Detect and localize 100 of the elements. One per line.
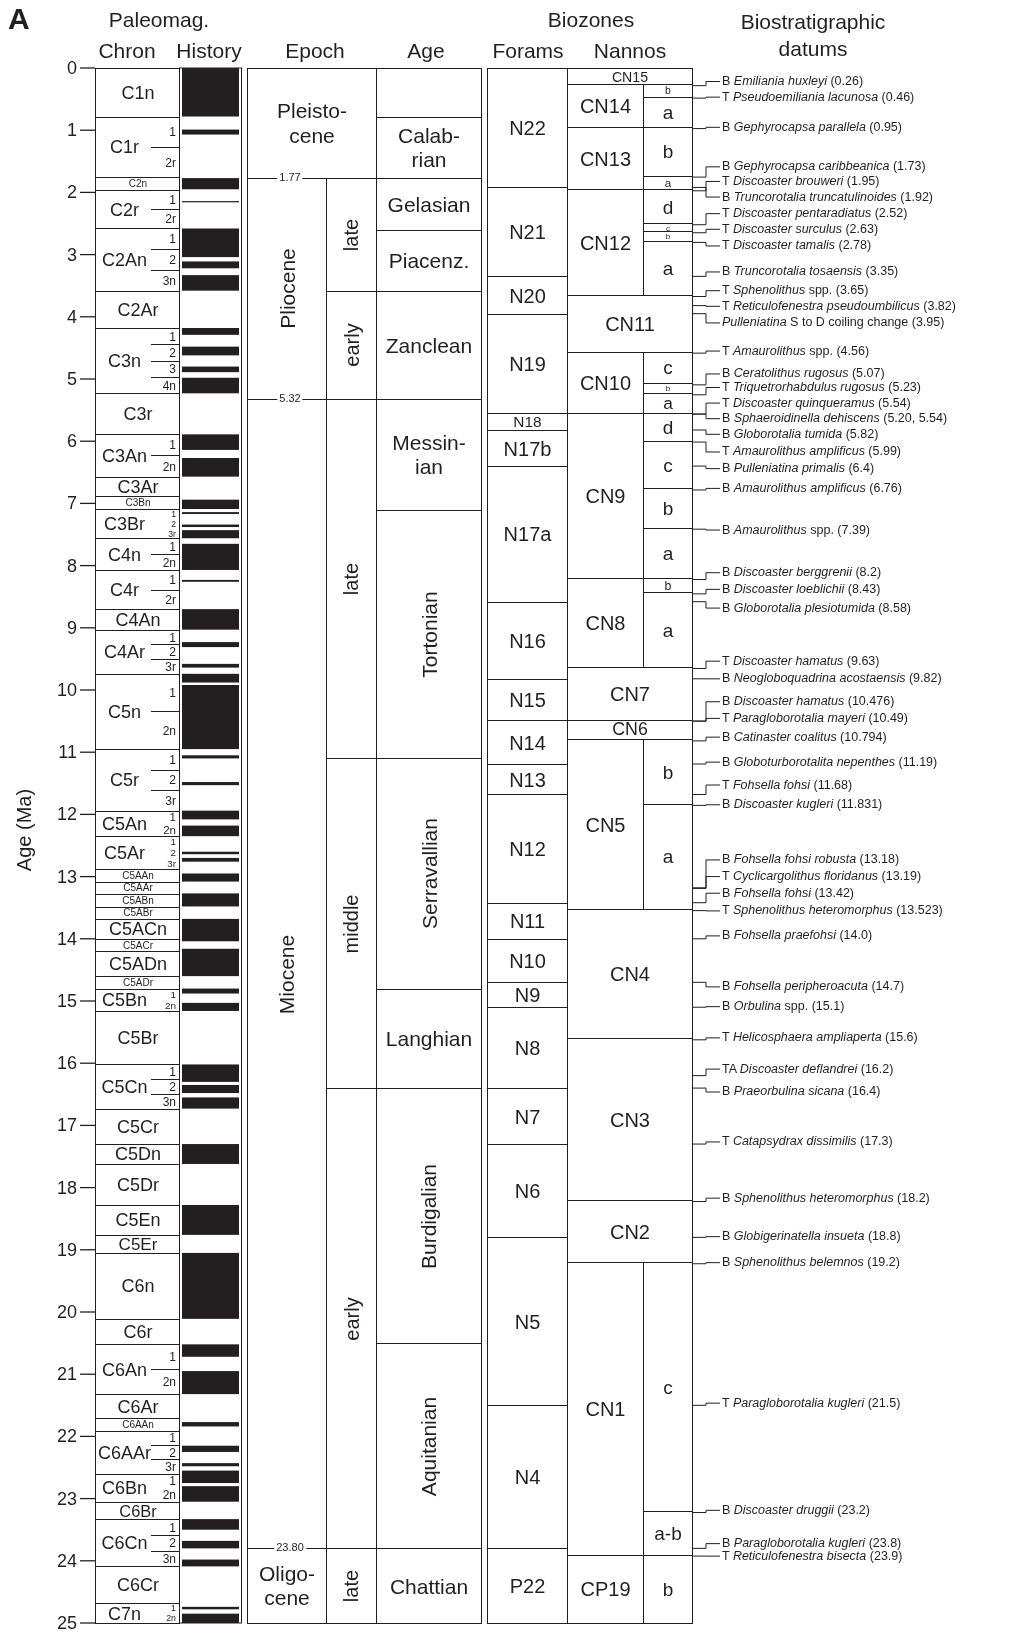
subchron-label: 2	[169, 346, 176, 359]
chron-label: C5Bn	[102, 991, 147, 1010]
zone-label: CN10	[579, 372, 632, 393]
datum-label: T Discoaster quinqueramus (5.54)	[722, 396, 911, 410]
datum-label: T Fohsella fohsi (11.68)	[722, 778, 853, 792]
leader-line	[692, 429, 721, 435]
datum-label: B Discoaster druggii (23.2)	[722, 1503, 870, 1517]
leader-line	[692, 804, 721, 806]
subchron-label: 1	[169, 687, 176, 700]
chron-label: C5An	[102, 814, 147, 833]
subchron-label: 1	[169, 574, 176, 587]
tick-label: 14	[56, 929, 77, 948]
datum-label: B Fohsella fohsi (13.42)	[722, 886, 855, 900]
datum-label: B Sphenolithus heteromorphus (18.2)	[722, 1191, 930, 1205]
chron-box	[95, 1603, 180, 1624]
zone-label: N17b	[503, 438, 552, 459]
chron-label: C2n	[128, 179, 148, 190]
subchron-label: 2n	[163, 824, 176, 837]
subchron-label: 2n	[164, 1000, 176, 1011]
chron-label: C6An	[102, 1360, 147, 1379]
chron-label: C3r	[123, 405, 153, 424]
zone-label: CN7	[610, 683, 650, 704]
leader-line	[692, 180, 721, 192]
tick-label: 18	[56, 1178, 77, 1197]
chron-label: C6n	[121, 1277, 155, 1296]
subchron-label: 2	[171, 519, 176, 529]
zone-label: N14	[509, 732, 546, 753]
subchron-label: 2n	[162, 724, 176, 737]
tick-label: 25	[56, 1614, 77, 1632]
leader-line	[692, 186, 721, 198]
subchron-label: 3r	[167, 859, 176, 869]
subchron-label: 1	[169, 631, 176, 644]
subchron-label: 2	[169, 1537, 176, 1550]
subepoch-label: early	[341, 323, 362, 367]
subchron-label: 3r	[168, 529, 176, 539]
zone-label: N13	[509, 769, 546, 790]
leader-line	[692, 572, 721, 581]
subzone-label: b	[662, 1579, 674, 1599]
zone-label: CN4	[610, 964, 650, 985]
zone-label: N15	[509, 690, 546, 711]
boundary-age-label: 1.77	[277, 172, 303, 184]
zone-label: CN1	[585, 1398, 626, 1419]
chron-label: C4Ar	[104, 643, 145, 662]
subzone-label: c	[666, 224, 670, 233]
column-header: Paleomag.	[108, 9, 210, 30]
chron-box	[95, 116, 180, 179]
tick-label: 24	[56, 1551, 77, 1570]
datum-label: T Catapsydrax dissimilis (17.3)	[722, 1135, 893, 1149]
stage-label: Zanclean	[385, 334, 473, 356]
subepoch-label: late	[341, 218, 362, 251]
leader-line	[692, 1141, 721, 1145]
tick-label: 13	[56, 867, 77, 886]
datum-label: B Globoturborotalita nepenthes (11.19)	[722, 755, 938, 769]
leader-line	[692, 1037, 721, 1041]
epoch-label: Pleisto- cene	[277, 99, 347, 148]
chron-label: C6Bn	[102, 1479, 147, 1498]
subzone-label: c	[663, 455, 673, 475]
column-header: Forams	[492, 40, 564, 61]
leader-line	[692, 487, 721, 491]
chron-box	[95, 434, 180, 478]
zone-label: N6	[514, 1181, 541, 1202]
datum-label: T Paragloborotalia kugleri (21.5)	[722, 1396, 901, 1410]
subchron-label: 1	[169, 540, 176, 553]
leader-line	[692, 1509, 721, 1514]
chron-box	[95, 538, 180, 571]
subchron-label: 1	[169, 126, 176, 139]
datum-label: B Gephyrocapsa caribbeanica (1.73)	[722, 160, 926, 174]
subepoch-label: late	[341, 1570, 362, 1603]
subchron-label: 2n	[162, 1376, 176, 1389]
zone-label: N7	[514, 1106, 541, 1127]
zone-label: CN14	[579, 96, 632, 117]
stage-label: Calab- rian	[398, 123, 460, 172]
subzone-label: a	[662, 847, 674, 867]
datum-label: B Truncorotalia tosaensis (3.35)	[722, 265, 899, 279]
leader-line	[692, 465, 721, 470]
subchron-label: 3r	[165, 1461, 176, 1473]
leader-line	[692, 313, 721, 324]
subchron-label: 1	[170, 989, 176, 1000]
tick-label: 21	[56, 1365, 77, 1384]
chron-label: C5En	[115, 1211, 161, 1230]
leader-line	[692, 876, 721, 889]
subepoch-label: early	[341, 1297, 362, 1341]
tick-label: 8	[67, 556, 77, 575]
stage-label: Serravallian	[418, 818, 440, 930]
leader-line	[692, 350, 721, 354]
subchron-label: 3n	[162, 274, 176, 287]
chron-label: C1r	[110, 138, 139, 157]
chron-label: C5ACn	[109, 920, 167, 939]
subchron-label: 1	[169, 233, 176, 246]
zone-label: N20	[509, 285, 546, 306]
subchron-label: 3r	[165, 794, 176, 807]
chron-label: C6AAn	[122, 1419, 154, 1430]
nanno-subzone-box	[643, 1554, 693, 1624]
leader-line	[692, 96, 721, 99]
subzone-label: a	[663, 394, 673, 413]
chron-label: C3Ar	[117, 478, 159, 497]
datum-label: B Neogloboquadrina acostaensis (9.82)	[722, 672, 942, 686]
tick-label: 20	[56, 1303, 77, 1321]
leader-line	[692, 228, 721, 234]
zone-label: N18	[513, 414, 542, 430]
